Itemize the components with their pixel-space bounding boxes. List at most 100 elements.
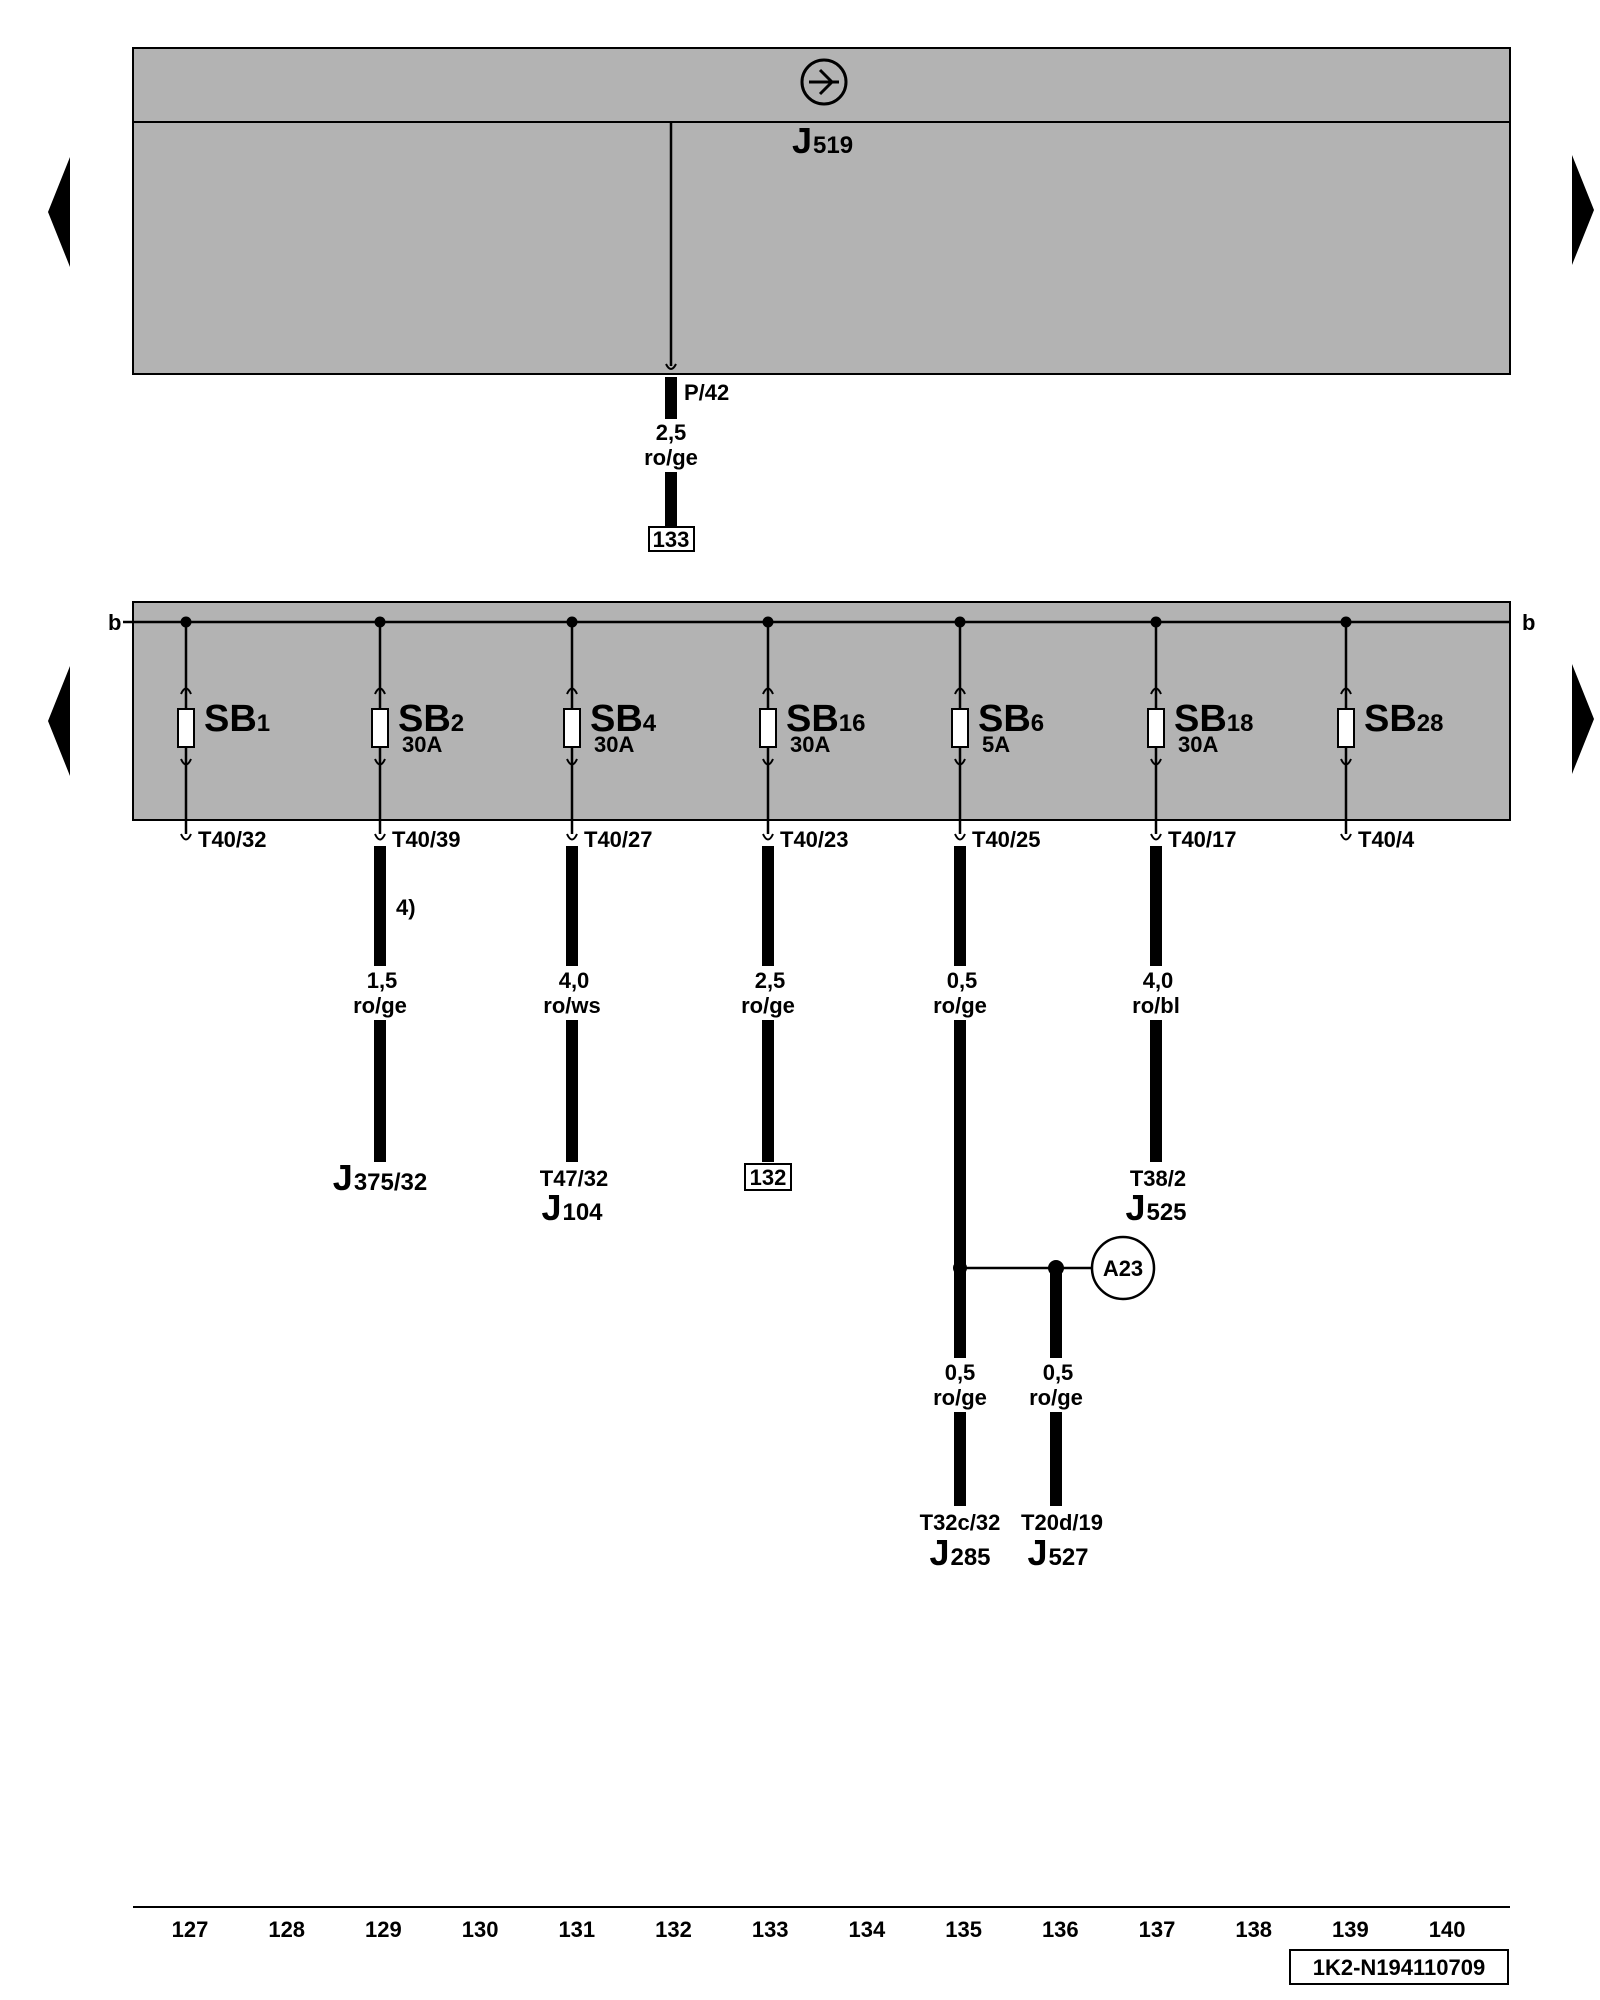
pin-arrow xyxy=(374,833,386,841)
branch-right-color: ro/ge xyxy=(1029,1385,1083,1410)
fuse-pin: T40/23 xyxy=(780,827,849,852)
top-wire-ref: 133 xyxy=(653,527,690,552)
wire-color: ro/ge xyxy=(741,993,795,1018)
wire-group: 4)1,5ro/geJ375/324,0ro/wsT47/32J1042,5ro… xyxy=(333,846,1187,1268)
fuse-panel-box xyxy=(132,601,1511,821)
branch-right-wire-upper xyxy=(1050,1268,1062,1358)
fuse-element xyxy=(951,708,969,748)
top-wire-size: 2,5 xyxy=(656,420,687,445)
wire-segment-lower xyxy=(374,1020,386,1162)
fuse-rating: 30A xyxy=(790,732,830,757)
column-number: 135 xyxy=(945,1917,982,1942)
wire-segment-upper xyxy=(762,846,774,966)
fuse-socket-top xyxy=(1340,687,1352,695)
top-wire-segment-lower xyxy=(665,472,677,527)
fuse-pin: T40/39 xyxy=(392,827,461,852)
column-number: 131 xyxy=(558,1917,595,1942)
fuse-element xyxy=(563,708,581,748)
fuse-element xyxy=(1147,708,1165,748)
pin-arrow xyxy=(1340,833,1352,841)
wire-note: 4) xyxy=(396,895,416,920)
wire-segment-lower xyxy=(1150,1020,1162,1162)
wire-ref: 132 xyxy=(750,1165,787,1190)
fuse-socket-bottom xyxy=(1340,758,1352,766)
wire-color: ro/ws xyxy=(543,993,600,1018)
wire-size: 4,0 xyxy=(559,968,590,993)
wire-segment-upper xyxy=(566,846,578,966)
wire-dest-component: J375/32 xyxy=(333,1157,427,1198)
branch-section: A23 0,5 ro/ge T32c/32 J285 0,5 ro/ge T20… xyxy=(920,1235,1156,1573)
fuse-socket-top xyxy=(762,687,774,695)
top-wire: P/42 2,5 ro/ge 133 xyxy=(644,377,729,552)
column-number: 139 xyxy=(1332,1917,1369,1942)
top-wire-segment-upper xyxy=(665,377,677,419)
fuse-rating: 5A xyxy=(982,732,1010,757)
wire-dest-component: J104 xyxy=(541,1187,603,1228)
branch-right-pin: T20d/19 xyxy=(1021,1510,1103,1535)
wire-ref-box xyxy=(744,1163,792,1191)
wire-segment-upper xyxy=(374,846,386,966)
branch-right-wire-lower xyxy=(1050,1412,1062,1506)
fuse-socket-top xyxy=(180,687,192,695)
column-number: 136 xyxy=(1042,1917,1079,1942)
wire-segment-lower xyxy=(762,1020,774,1162)
fuse-element xyxy=(759,708,777,748)
doc-id-box xyxy=(1289,1949,1509,1985)
wire-segment-upper xyxy=(1150,846,1162,966)
wire-color: ro/ge xyxy=(933,993,987,1018)
fuse-label: SB6 xyxy=(978,698,1044,740)
connector-a23-label: A23 xyxy=(1103,1256,1143,1281)
wire-segment-upper xyxy=(954,846,966,966)
column-number: 130 xyxy=(462,1917,499,1942)
column-number: 133 xyxy=(752,1917,789,1942)
nav-next-top-icon[interactable] xyxy=(1572,155,1594,265)
nav-prev-bottom-icon[interactable] xyxy=(48,666,70,776)
wire-dest-component: J525 xyxy=(1125,1187,1186,1228)
column-number: 129 xyxy=(365,1917,402,1942)
branch-left-wire-lower xyxy=(954,1412,966,1506)
top-wire-ref-box xyxy=(648,526,695,552)
branch-left-component: J285 xyxy=(929,1532,990,1573)
fuse-pin: T40/4 xyxy=(1358,827,1415,852)
branch-right-size: 0,5 xyxy=(1043,1360,1074,1385)
wire-color: ro/ge xyxy=(353,993,407,1018)
branch-left-pin: T32c/32 xyxy=(920,1510,1001,1535)
connector-a23-circle xyxy=(1090,1235,1156,1301)
fuse-label: SB1 xyxy=(204,698,270,740)
pin-arrow xyxy=(566,833,578,841)
top-unit-panel: J519 xyxy=(132,47,1511,375)
fuse-socket-bottom xyxy=(1150,758,1162,766)
fuse-pin: T40/27 xyxy=(584,827,653,852)
fuse-pin: T40/32 xyxy=(198,827,267,852)
top-unit-body xyxy=(132,121,1511,375)
doc-id: 1K2-N194110709 xyxy=(1313,1955,1485,1980)
fuse-socket-top xyxy=(374,687,386,695)
branch-left-color: ro/ge xyxy=(933,1385,987,1410)
fuse-pin: T40/25 xyxy=(972,827,1041,852)
fuse-label: SB28 xyxy=(1364,698,1444,740)
fuse-socket-bottom xyxy=(180,758,192,766)
fuse-socket-top xyxy=(1150,687,1162,695)
column-number: 128 xyxy=(268,1917,305,1942)
top-unit-label: J519 xyxy=(792,120,853,161)
fuse-panel: b b SB1T40/32SB230AT40/39SB430AT40/27SB1… xyxy=(108,601,1535,852)
branch-left-size: 0,5 xyxy=(945,1360,976,1385)
fuse-label: SB4 xyxy=(590,698,657,740)
nav-next-bottom-icon[interactable] xyxy=(1572,664,1594,774)
column-number: 138 xyxy=(1235,1917,1272,1942)
fuse-socket-top xyxy=(566,687,578,695)
fuse-group: SB1T40/32SB230AT40/39SB430AT40/27SB1630A… xyxy=(177,616,1444,852)
wire-segment-lower xyxy=(954,1020,966,1268)
pin-arrow xyxy=(180,833,192,841)
nav-prev-top-icon[interactable] xyxy=(48,157,70,267)
column-number: 140 xyxy=(1429,1917,1466,1942)
fuse-socket-top xyxy=(954,687,966,695)
bus-label-right: b xyxy=(1522,610,1535,635)
fuse-pin: T40/17 xyxy=(1168,827,1237,852)
